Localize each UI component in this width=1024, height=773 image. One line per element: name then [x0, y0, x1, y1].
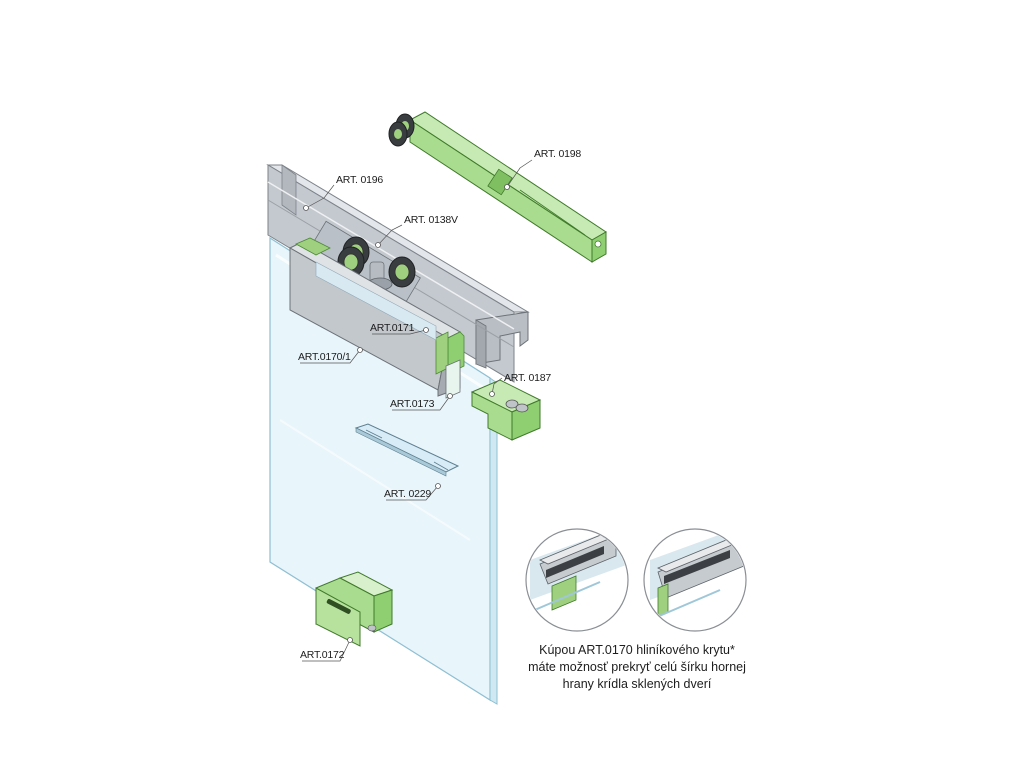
caption-line-2: máte možnosť prekryť celú šírku hornej [528, 660, 746, 674]
label-art-0198: ART. 0198 [534, 148, 581, 160]
bottom-guide [315, 571, 394, 647]
detail-without-cover [525, 528, 629, 632]
label-art-0173: ART.0173 [390, 398, 435, 410]
label-art-0229: ART. 0229 [384, 488, 431, 500]
label-art-0196: ART. 0196 [336, 174, 383, 186]
label-art-0170-1: ART.0170/1 [298, 351, 351, 363]
label-art-0172: ART.0172 [300, 649, 345, 661]
label-art-0187: ART. 0187 [504, 372, 551, 384]
label-art-0138v: ART. 0138V [404, 214, 458, 226]
callouts: ART. 0198 ART. 0196 ART. 0138V ART.0171 … [298, 148, 582, 662]
end-cap [445, 359, 461, 399]
caption-line-1: Kúpou ART.0170 hliníkového krytu* [539, 643, 735, 657]
stopper-arm [388, 111, 607, 263]
spacer-plate [354, 423, 460, 477]
cover-profile [288, 237, 465, 397]
caption: Kúpou ART.0170 hliníkového krytu* máte m… [508, 642, 766, 693]
caption-line-3: hrany krídla sklených dverí [562, 677, 712, 691]
detail-with-cover [643, 528, 747, 632]
stopper-block [470, 379, 542, 441]
label-art-0171: ART.0171 [370, 322, 415, 334]
